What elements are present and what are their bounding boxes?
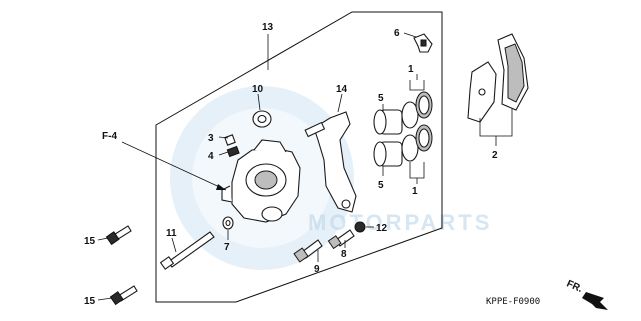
callout-15-lower: 15 bbox=[84, 296, 96, 307]
bleeder-screw bbox=[224, 134, 240, 158]
callout-4: 4 bbox=[208, 151, 214, 162]
mounting-bolt-upper bbox=[105, 225, 132, 246]
mounting-bolt-lower bbox=[109, 285, 138, 306]
front-direction-arrow: FR. bbox=[565, 278, 608, 310]
piston-lower bbox=[373, 141, 403, 167]
piston-seals bbox=[401, 91, 433, 162]
callout-1-upper: 1 bbox=[408, 64, 414, 75]
caliper-pin bbox=[159, 231, 215, 270]
brake-pads bbox=[467, 33, 529, 123]
callout-15-upper: 15 bbox=[84, 236, 96, 247]
washer bbox=[222, 216, 234, 230]
callout-12: 12 bbox=[376, 223, 388, 234]
callout-8: 8 bbox=[341, 249, 347, 260]
callout-3: 3 bbox=[208, 133, 214, 144]
callout-11: 11 bbox=[166, 228, 177, 239]
piston-upper bbox=[373, 109, 403, 135]
callout-7: 7 bbox=[224, 242, 230, 253]
callout-9: 9 bbox=[314, 264, 320, 275]
callout-6: 6 bbox=[394, 28, 400, 39]
callout-5-lower: 5 bbox=[378, 180, 384, 191]
watermark-text: MOTORPARTS bbox=[308, 210, 492, 235]
dust-boot bbox=[354, 221, 366, 233]
callout-14: 14 bbox=[336, 84, 348, 95]
caliper-bracket bbox=[304, 111, 357, 213]
callout-2: 2 bbox=[492, 150, 498, 161]
callout-13: 13 bbox=[262, 22, 274, 33]
pin-bolt bbox=[293, 239, 323, 263]
ref-label-f4: F-4 bbox=[102, 131, 117, 142]
assembly-boundary bbox=[155, 11, 443, 303]
callout-10: 10 bbox=[252, 84, 264, 95]
callout-5-upper: 5 bbox=[378, 93, 384, 104]
caliper-body bbox=[221, 139, 301, 223]
pad-spring bbox=[413, 33, 433, 53]
catalog-code: KPPE-F0900 bbox=[486, 297, 540, 307]
caliper-seal bbox=[252, 110, 272, 128]
bracket-bolt bbox=[327, 229, 355, 250]
direction-label: FR. bbox=[565, 278, 584, 295]
callout-1-lower: 1 bbox=[412, 186, 418, 197]
